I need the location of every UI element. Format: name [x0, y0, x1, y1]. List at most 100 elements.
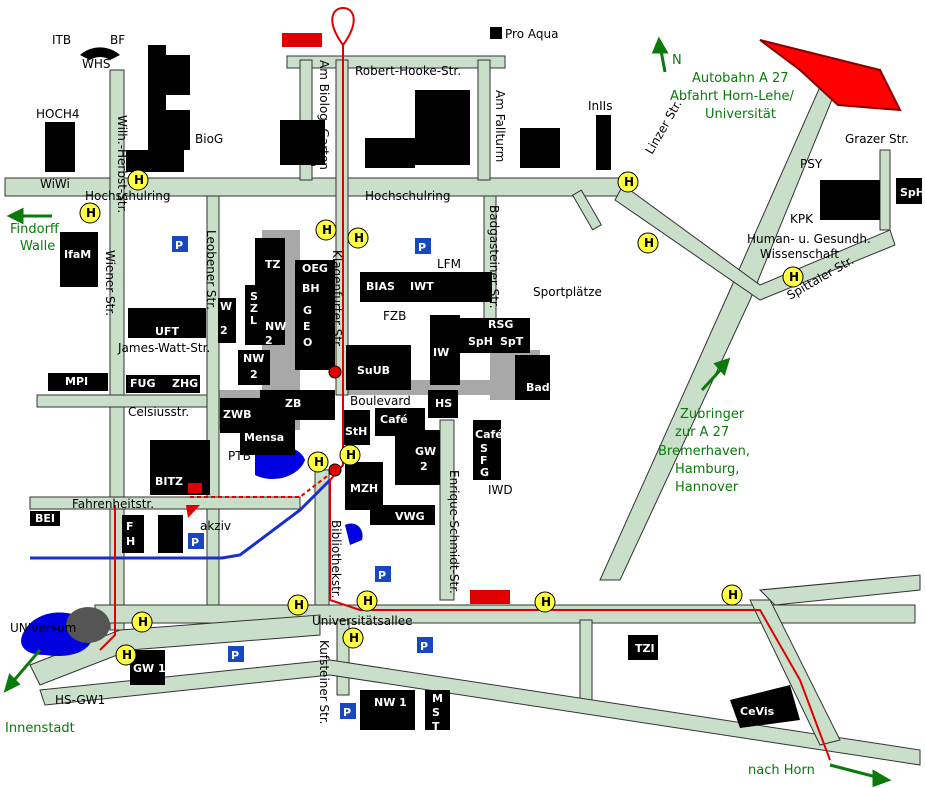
white-label: 2 — [265, 334, 273, 347]
black-label: HS-GW1 — [55, 693, 105, 707]
black-label: Wiener Str. — [103, 250, 117, 316]
bus-stop-letter: H — [346, 448, 356, 462]
white-label: Z — [250, 302, 258, 315]
white-label: GW — [415, 445, 436, 458]
white-label: O — [303, 336, 312, 349]
black-label: LFM — [437, 257, 461, 271]
black-label: WHS — [82, 57, 111, 71]
green-label: Universität — [705, 107, 776, 122]
black-label: Hochschulring — [365, 189, 450, 203]
white-label: VWG — [395, 510, 425, 523]
white-label: S — [432, 706, 440, 719]
direction-arrows — [3, 36, 892, 788]
bus-stop-letter: H — [122, 648, 132, 662]
black-label: R — [452, 123, 460, 137]
green-label: Zubringer — [680, 407, 745, 422]
green-label: Bremerhaven, — [658, 444, 750, 459]
white-label: F — [480, 454, 488, 467]
black-label: PTB — [228, 449, 251, 463]
bus-stop-letter: H — [728, 588, 738, 602]
bus-stop-letter: H — [322, 223, 332, 237]
black-label: M — [452, 139, 462, 153]
white-label: F — [126, 520, 134, 533]
bus-stop-letter: H — [354, 231, 364, 245]
tram-icons — [282, 33, 510, 604]
white-label: SpH — [468, 335, 493, 348]
bus-stop-letter: H — [134, 173, 144, 187]
white-label: FUG — [130, 377, 155, 390]
black-label: W — [310, 139, 322, 153]
green-label: N — [672, 53, 682, 68]
white-label: G — [480, 466, 489, 479]
white-label: Mensa — [244, 431, 284, 444]
black-label: FZB — [383, 309, 406, 323]
bus-stop-letter: H — [314, 455, 324, 469]
white-label: MZH — [350, 482, 378, 495]
white-label: NW — [243, 352, 264, 365]
white-label: SpT — [500, 335, 524, 348]
white-label: W — [220, 300, 232, 313]
bus-stop-letter: H — [294, 598, 304, 612]
black-label: Klagenfurter Str. — [330, 250, 344, 349]
black-label: KPK — [790, 212, 814, 226]
svg-text:P: P — [343, 706, 351, 719]
svg-text:P: P — [191, 536, 199, 549]
white-label: S — [480, 442, 488, 455]
green-label: Autobahn A 27 — [692, 71, 789, 86]
black-label: Grazer Str. — [845, 132, 909, 146]
white-label: 2 — [420, 460, 428, 473]
black-label: ITB — [52, 33, 71, 47]
autobahn-a27 — [759, 39, 902, 112]
parking-signs: P P P P P P P — [172, 236, 433, 719]
bus-stop-letter: H — [349, 631, 359, 645]
white-label: MPI — [65, 375, 88, 388]
bus-stops — [79, 169, 804, 666]
white-label: TZI — [635, 642, 655, 655]
tram-route — [329, 6, 831, 761]
black-label: James-Watt-Str. — [117, 341, 210, 355]
black-label: Wilh.-Herbst-Str. — [115, 115, 129, 213]
black-label: Celsiusstr. — [128, 405, 189, 419]
white-label: H — [126, 535, 135, 548]
white-label: IW — [433, 346, 449, 359]
green-label: Walle — [20, 239, 55, 254]
svg-text:P: P — [175, 239, 183, 252]
black-label: Fahrenheitstr. — [72, 497, 154, 511]
bus-stop-letter: H — [624, 175, 634, 189]
white-label: GW 1 — [133, 662, 166, 675]
white-label: L — [250, 314, 257, 327]
white-label: TS — [295, 431, 311, 444]
bus-stop-letter: H — [644, 236, 654, 250]
white-label: UFT — [155, 325, 179, 338]
green-label: Abfahrt Horn-Lehe/ — [670, 89, 795, 104]
black-label: Robert-Hooke-Str. — [355, 64, 461, 78]
white-label: NW 1 — [374, 696, 407, 709]
white-label: BH — [302, 282, 320, 295]
white-label: RSG — [488, 318, 513, 331]
svg-text:P: P — [378, 569, 386, 582]
bus-stop-letter: H — [138, 615, 148, 629]
white-label: ZHG — [172, 377, 198, 390]
green-label: Hamburg, — [675, 462, 739, 477]
white-label: E — [303, 320, 311, 333]
black-label: Linzer Str. — [642, 98, 684, 157]
black-label: Z — [452, 91, 460, 105]
white-label: ZB — [285, 397, 301, 410]
white-label: 2 — [220, 324, 228, 337]
white-label: M — [432, 692, 443, 705]
black-label: BEGO — [140, 154, 175, 168]
canal — [30, 478, 332, 560]
bus-stop-letter: H — [86, 206, 96, 220]
black-label: LMT — [458, 289, 483, 303]
black-label: KAT — [530, 133, 553, 147]
white-label: BIAS — [366, 280, 395, 293]
black-label: HOCH4 — [36, 107, 80, 121]
black-label: UNIversum — [10, 621, 76, 635]
green-label: Findorff — [10, 222, 60, 237]
black-label: Sportplätze — [533, 285, 602, 299]
black-label: BF — [110, 33, 125, 47]
green-label: Innenstadt — [5, 721, 75, 736]
black-label: Hochschulring — [85, 189, 170, 203]
